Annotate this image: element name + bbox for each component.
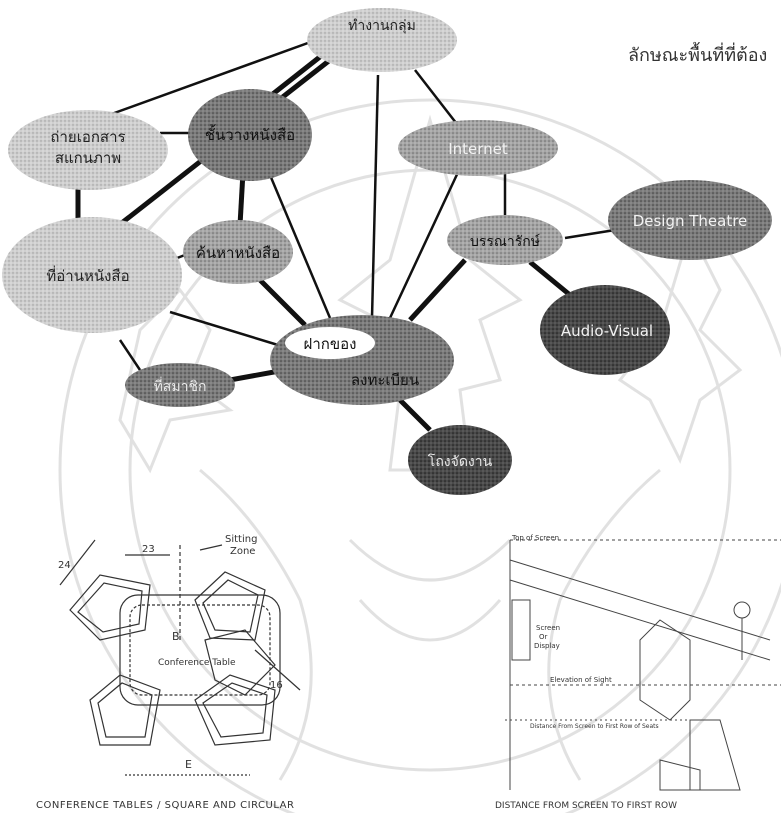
sitting-zone-label-2: Zone xyxy=(230,546,255,557)
top-of-screen-label: Top of Screen xyxy=(511,534,559,542)
node-book-search: ค้นหาหนังสือ xyxy=(183,220,293,284)
node-label: ที่สมาชิก xyxy=(154,377,207,395)
chair-bottom-left xyxy=(90,675,160,745)
link-search-deposit xyxy=(255,275,305,325)
left-figure-caption: CONFERENCE TABLES / SQUARE AND CIRCULAR xyxy=(36,800,294,811)
link-group-deposit xyxy=(372,75,378,318)
screen-label-2: Or xyxy=(539,633,548,641)
screen-distance-figure xyxy=(505,540,781,790)
node-bookshelf: ชั้นวางหนังสือ xyxy=(188,89,312,181)
chair-bottom-right xyxy=(195,675,275,745)
screen-label: Screen xyxy=(536,624,560,632)
node-members: ที่สมาชิก xyxy=(125,363,235,407)
dim-16: 16 xyxy=(270,680,283,691)
node-audio-visual: Audio-Visual xyxy=(540,285,670,375)
dim-e: E xyxy=(185,758,192,771)
dim-23: 23 xyxy=(142,544,155,555)
node-design-theatre: Design Theatre xyxy=(608,180,772,260)
node-label: ค้นหาหนังสือ xyxy=(196,244,280,262)
link-reference-av xyxy=(530,262,570,295)
link-deposit-exhibition xyxy=(400,400,430,430)
node-exhibition: โถงจัดงาน xyxy=(408,425,512,495)
node-label: Internet xyxy=(448,140,508,158)
node-label: Audio-Visual xyxy=(561,322,653,340)
node-label: โถงจัดงาน xyxy=(428,453,493,470)
elevation-label: Elevation of Sight xyxy=(550,676,612,684)
distance-label: Distance From Screen to First Row of Sea… xyxy=(530,723,659,730)
chair-top-right xyxy=(195,572,265,640)
node-label: ชั้นวางหนังสือ xyxy=(205,124,295,144)
screen-label-3: Display xyxy=(534,642,560,650)
node-reference: บรรณารักษ์ xyxy=(447,215,563,265)
link-reference-design xyxy=(565,230,615,238)
node-internet: Internet xyxy=(398,120,558,176)
dim-24: 24 xyxy=(58,560,71,571)
link-reading-deposit xyxy=(170,312,278,345)
node-reading-area: ที่อ่านหนังสือ xyxy=(2,217,182,333)
node-label: Design Theatre xyxy=(633,212,748,230)
node-label: ถ่ายเอกสาร xyxy=(50,128,125,146)
node-label: ทำงานกลุ่ม xyxy=(348,18,416,34)
chair-top-left xyxy=(70,575,150,640)
right-figure-caption: DISTANCE FROM SCREEN TO FIRST ROW xyxy=(495,801,677,811)
node-label: ฝากของ xyxy=(304,335,357,353)
conference-table-label: Conference Table xyxy=(158,658,236,668)
node-label-2: ลงทะเบียน xyxy=(351,371,419,389)
node-deposit-register: ฝากของ ลงทะเบียน xyxy=(270,315,454,405)
node-photocopy: ถ่ายเอกสาร สแกนภาพ xyxy=(8,110,168,190)
node-label-2: สแกนภาพ xyxy=(55,149,121,167)
link-reference-deposit xyxy=(410,260,465,320)
node-label: บรรณารักษ์ xyxy=(470,233,540,250)
dim-b: B xyxy=(172,630,180,643)
page-title: ลักษณะพื้นที่ที่ต้อง xyxy=(628,40,767,69)
node-label: ที่อ่านหนังสือ xyxy=(46,265,129,285)
sitting-zone-label: Sitting xyxy=(225,534,257,545)
node-group-work: ทำงานกลุ่ม xyxy=(307,8,457,72)
